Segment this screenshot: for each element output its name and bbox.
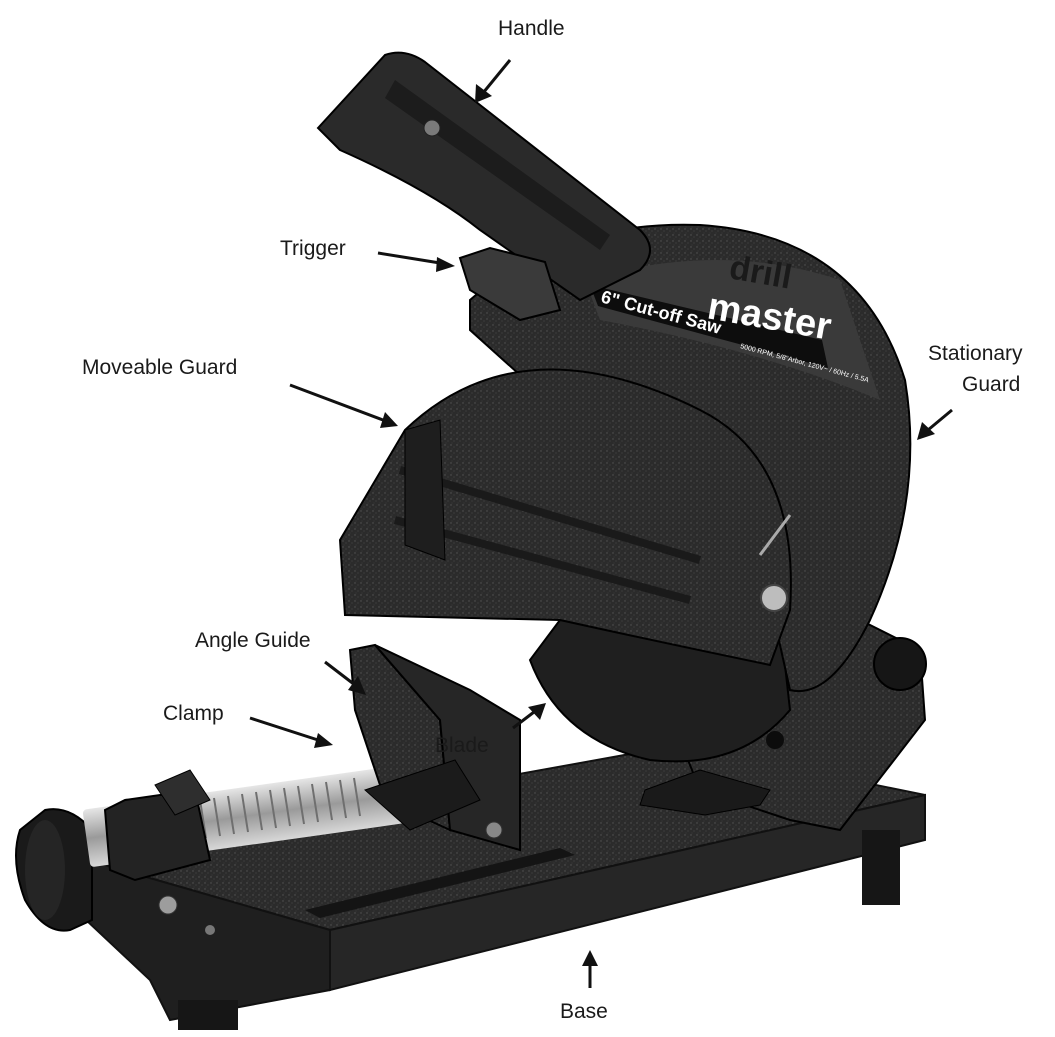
trigger-arrowhead (436, 257, 455, 272)
clamp-assembly (15, 719, 411, 932)
pivot-knob (873, 637, 927, 691)
handle-label: Handle (498, 17, 565, 40)
moveable-guard-arrowhead (380, 412, 398, 428)
base-screw-2 (205, 925, 215, 935)
moveable-guard-label: Moveable Guard (82, 356, 237, 379)
angle-guide-bracket (364, 759, 481, 831)
clamp-arrowhead (314, 733, 333, 748)
handle-grip-inset (385, 80, 610, 250)
angle-guide-arrowhead (348, 676, 366, 695)
handle-arrow (481, 59, 512, 94)
pivot-hole (766, 731, 784, 749)
angle-guide-wing (374, 644, 521, 852)
base-arrowhead (582, 950, 598, 966)
blade-lock-foot (639, 769, 771, 816)
callout-arrows (249, 59, 953, 988)
clamp-block-top (154, 769, 211, 816)
base-foot-right (862, 830, 900, 905)
blade-arrowhead (528, 703, 546, 720)
handle-screw (423, 119, 441, 137)
base-screw-1 (158, 895, 178, 915)
trigger-arrow (377, 251, 441, 265)
base-slot (305, 848, 575, 918)
moveable-guard-rib-1 (398, 466, 702, 564)
stationary-guard-arrow (927, 408, 953, 432)
base-foot-front (178, 1000, 238, 1030)
blade-label: Blade (435, 734, 489, 757)
stationary-guard-label-2: Guard (962, 373, 1020, 396)
base-label: Base (560, 1000, 608, 1023)
clamp-block (103, 788, 212, 882)
clamp-label: Clamp (163, 702, 224, 725)
handle-part (316, 51, 651, 322)
handle-body (316, 51, 651, 302)
trigger-label: Trigger (280, 237, 346, 260)
handle-arrowhead (475, 84, 492, 103)
angle-guide-label: Angle Guide (195, 629, 311, 652)
moveable-guard-lip (404, 419, 446, 561)
clamp-knob-face (25, 820, 65, 920)
moveable-guard-part (338, 368, 792, 667)
angle-guide-screw (485, 821, 503, 839)
moveable-guard-arrow (289, 383, 384, 422)
pivot-arm (639, 618, 927, 832)
clamp-screw-threads (199, 777, 361, 839)
stationary-guard-label-1: Stationary (928, 342, 1023, 365)
stationary-guard-arrowhead (917, 422, 935, 440)
base-side-face (329, 793, 926, 992)
guard-spring (758, 514, 792, 556)
clamp-arrow (249, 716, 319, 742)
label-black-stripe (590, 285, 828, 368)
angle-guide-part (348, 643, 521, 852)
trigger-icon (458, 246, 562, 322)
blade-arrow (512, 710, 535, 730)
callout-labels: Handle Trigger Moveable Guard Stationary… (82, 17, 1023, 1023)
angle-guide-arrow (324, 660, 356, 687)
guard-spring-bolt (760, 584, 788, 612)
